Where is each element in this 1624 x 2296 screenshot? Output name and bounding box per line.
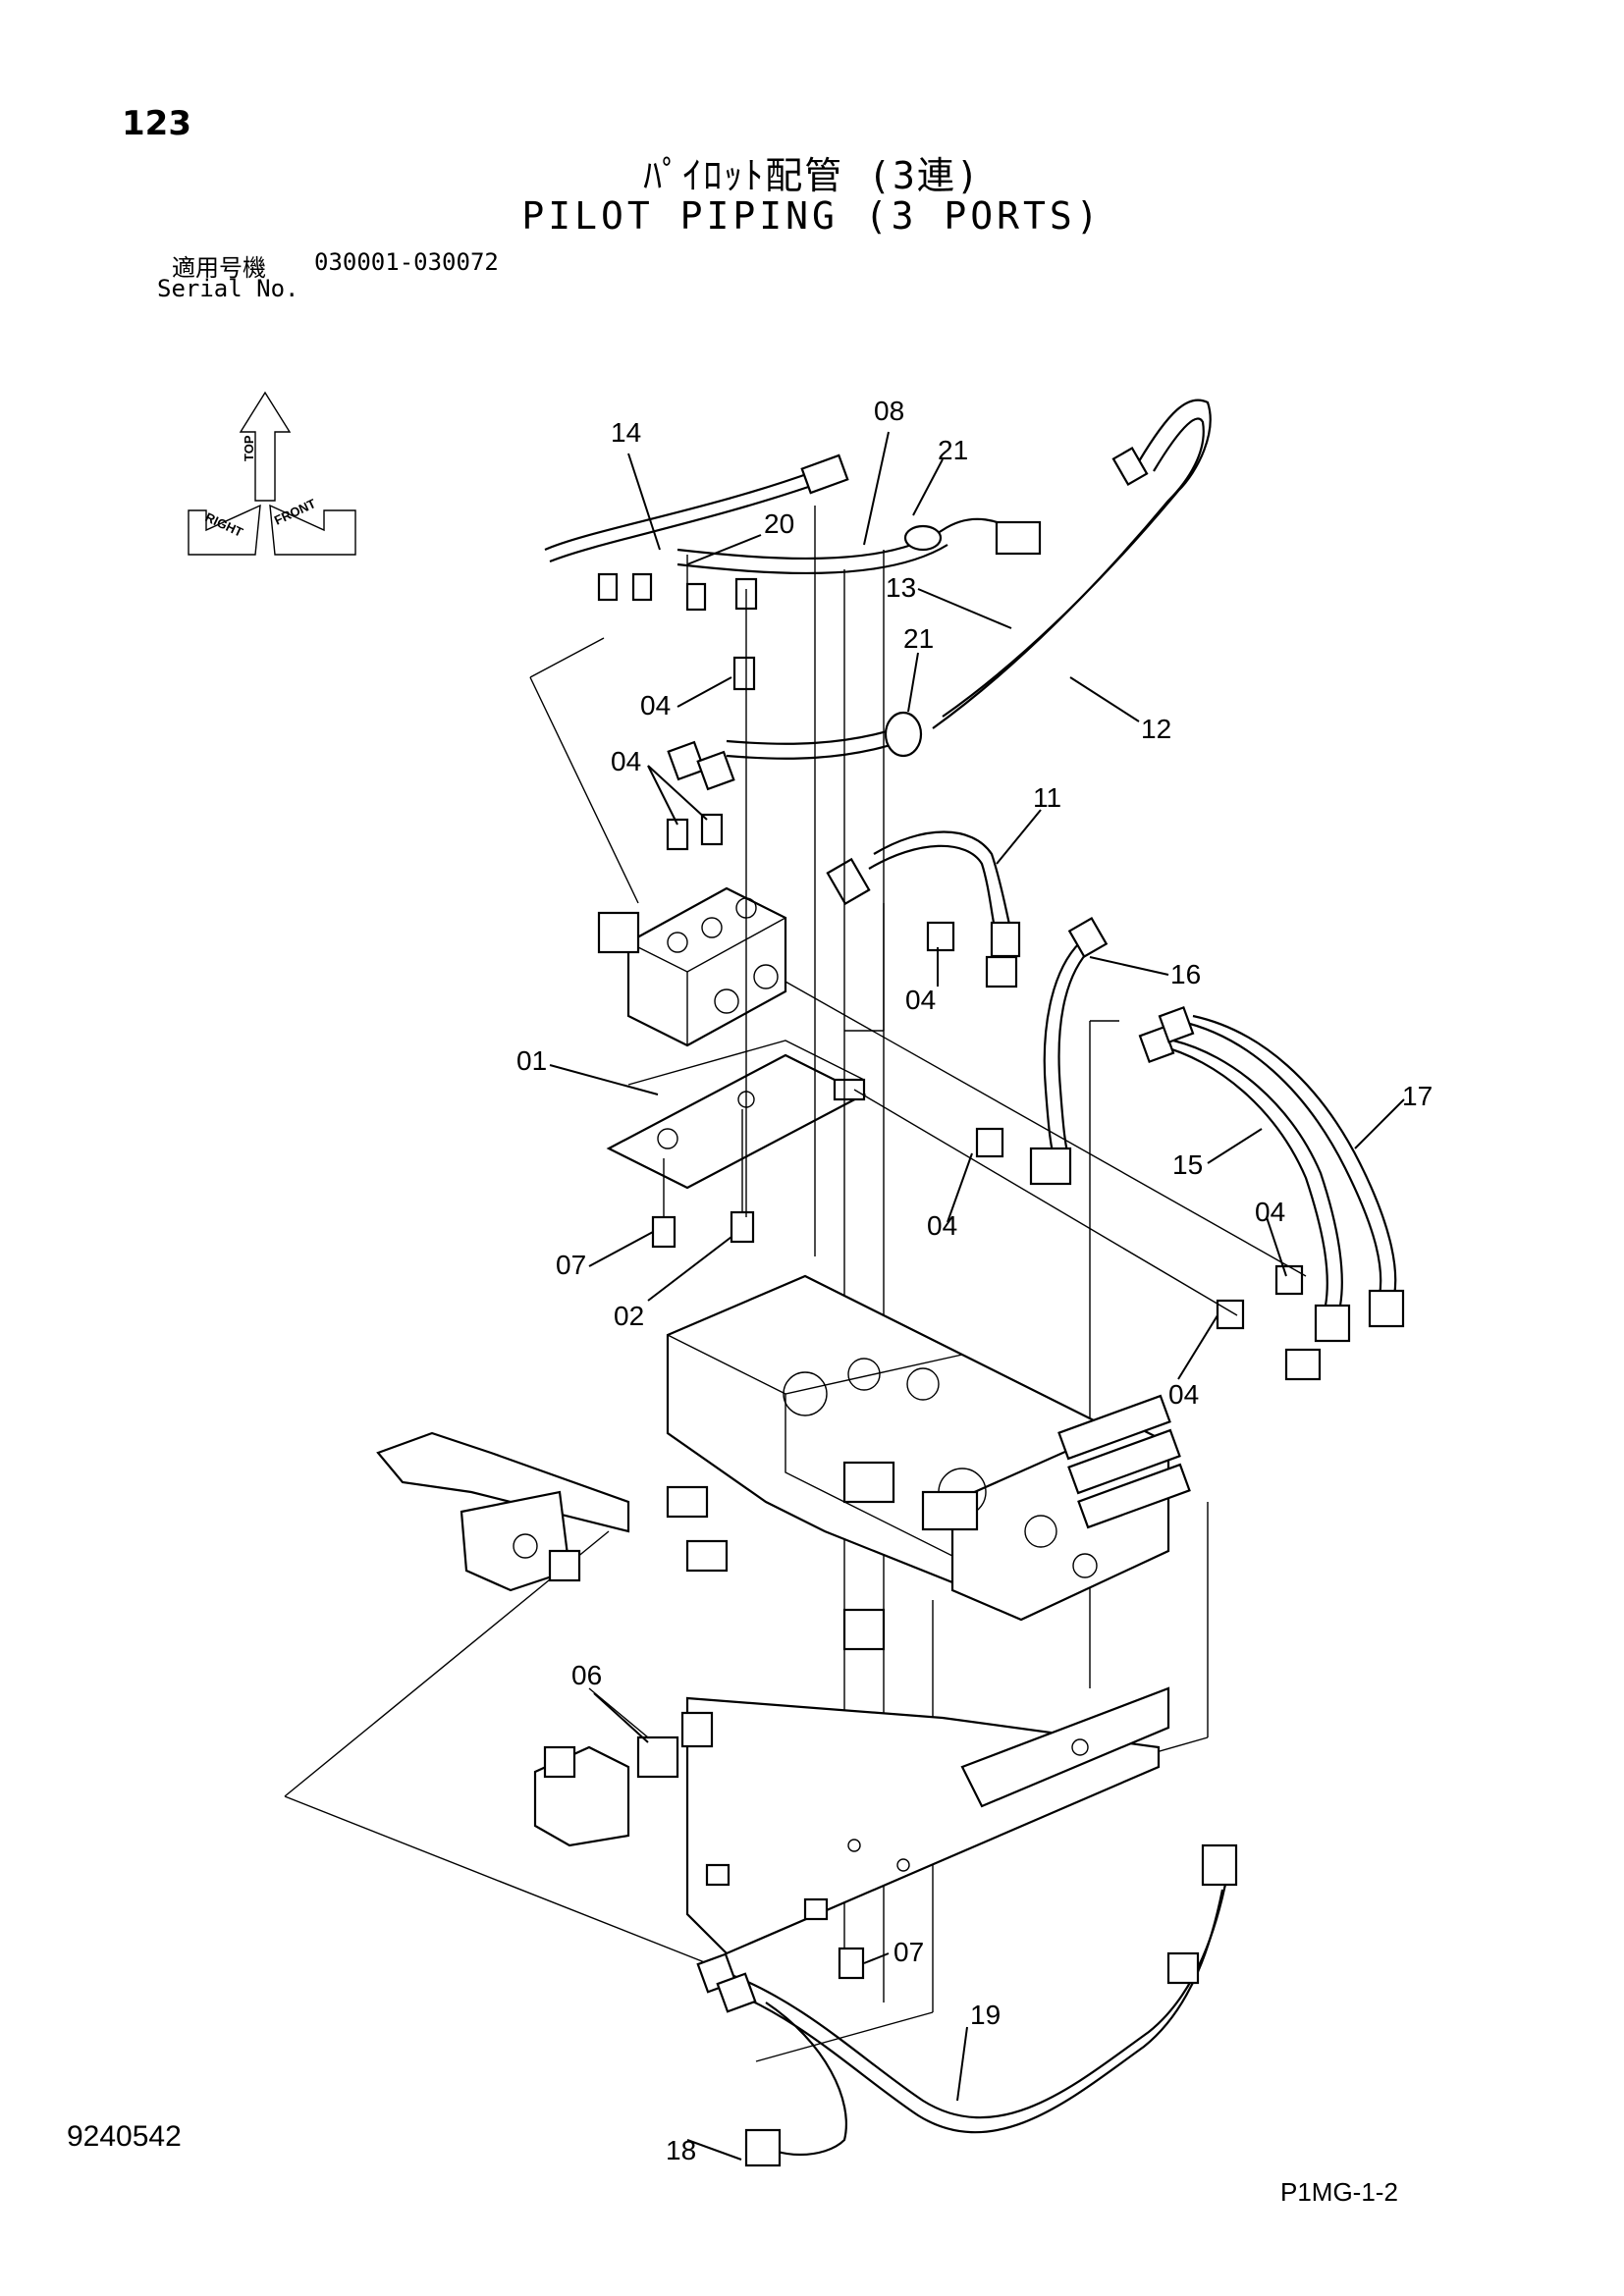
serial-label-japanese: 適用号機 (172, 254, 266, 282)
callout-04-f: 04 (1168, 1379, 1199, 1410)
base-plate (685, 1686, 1170, 1955)
compass-right-label: RIGHT (203, 509, 245, 540)
callout-01: 01 (516, 1045, 547, 1076)
callout-06: 06 (571, 1660, 602, 1690)
sheet-code: P1MG-1-2 (1280, 2177, 1398, 2207)
upper-hose-harness (544, 454, 1042, 612)
pedal-lever-assembly (376, 1431, 729, 1592)
pilot-manifold-block (597, 886, 787, 1047)
page-title-japanese: ﾊﾟｲﾛｯﾄ配管 (3連) (643, 154, 981, 197)
callout-leaders (549, 431, 1405, 2161)
callout-21-lower: 21 (903, 623, 934, 654)
compass-top-label: TOP (242, 435, 256, 461)
compass-front-label: FRONT (272, 496, 318, 528)
callout-14: 14 (611, 417, 641, 448)
page-number: 123 (122, 104, 191, 143)
callout-13: 13 (886, 572, 916, 603)
hose-16 (975, 917, 1109, 1186)
bolt-07-lower (838, 1947, 865, 1980)
serial-number-range: 030001-030072 (314, 248, 499, 276)
callout-18: 18 (666, 2135, 696, 2165)
bracket-plate-01 (606, 1040, 867, 1190)
valve-06 (533, 1687, 714, 1847)
callout-04-e: 04 (927, 1210, 957, 1241)
callout-19: 19 (970, 2000, 1001, 2030)
control-valve-assembly (666, 1274, 1191, 1651)
bolts-07-02 (651, 1109, 755, 1249)
callout-15: 15 (1172, 1149, 1203, 1180)
callout-11: 11 (1033, 782, 1061, 813)
document-number: 9240542 (67, 2120, 182, 2153)
serial-label-english: Serial No. (157, 275, 299, 302)
callout-17: 17 (1402, 1081, 1433, 1111)
callout-04-c: 04 (905, 985, 936, 1015)
orientation-compass-icon: TOP RIGHT FRONT (188, 391, 356, 556)
callout-04-b: 04 (611, 746, 641, 776)
callout-07-lower: 07 (893, 1937, 924, 1967)
hose-19 (696, 1843, 1238, 2167)
callout-16: 16 (1170, 959, 1201, 989)
page-title-english: PILOT PIPING (3 PORTS) (521, 194, 1103, 238)
hose-11 (826, 830, 1021, 988)
callout-02: 02 (614, 1301, 644, 1331)
callout-08: 08 (874, 396, 904, 426)
callout-04-a: 04 (640, 690, 671, 721)
callout-07-upper: 07 (556, 1250, 586, 1280)
callout-12: 12 (1141, 714, 1171, 744)
callout-21-upper: 21 (938, 435, 968, 465)
callout-04-d: 04 (1255, 1197, 1285, 1227)
hoses-15-17 (1138, 1005, 1405, 1381)
callout-labels: 14 08 21 20 13 21 12 04 04 11 04 16 01 1… (516, 396, 1433, 2165)
hose-12-13 (726, 399, 1212, 760)
fittings-04-upper (666, 656, 756, 851)
callout-20: 20 (764, 508, 794, 539)
